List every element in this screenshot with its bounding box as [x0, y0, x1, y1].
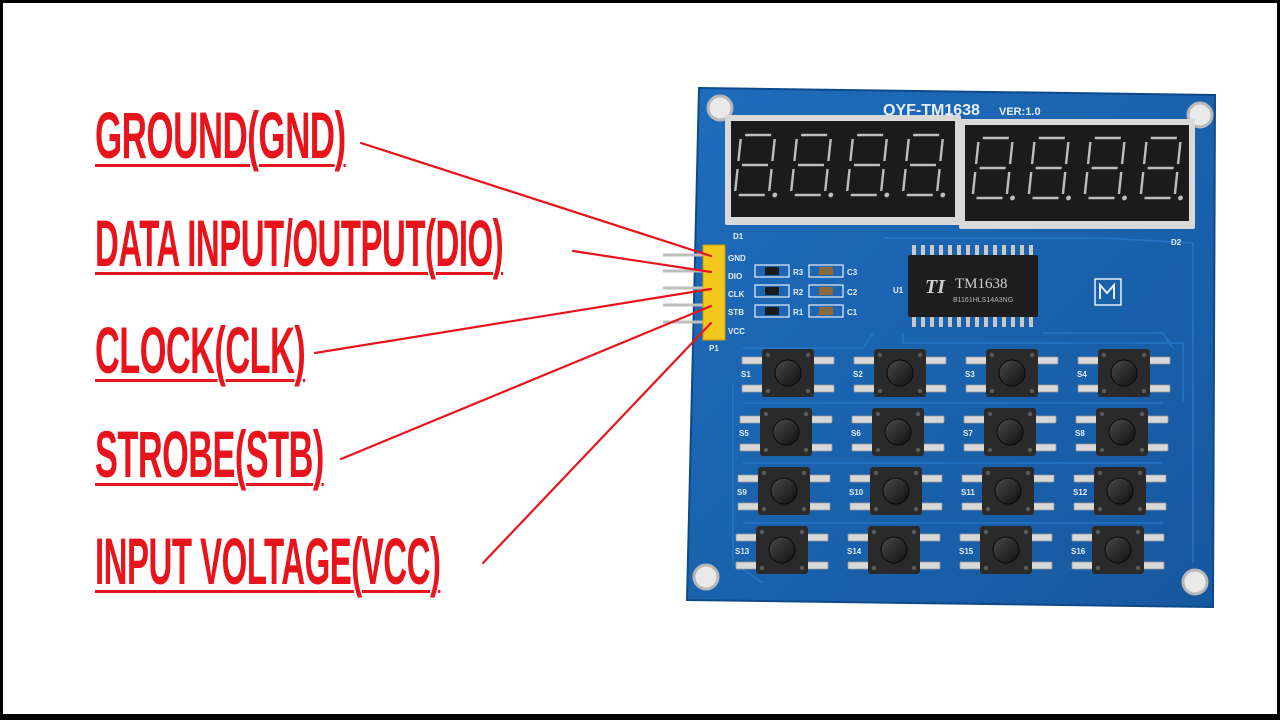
tactile-switch	[739, 408, 833, 456]
pin-label-gnd: GND	[728, 254, 746, 263]
tactile-switch	[1071, 526, 1165, 574]
designator-u1: U1	[893, 286, 904, 295]
label-strobe-stb: STROBE(STB)	[95, 417, 324, 491]
switch-label: S11	[961, 488, 975, 497]
seven-segment-digit	[1027, 136, 1071, 201]
board-logo-mark	[1099, 282, 1115, 299]
label-input-voltage-vcc: INPUT VOLTAGE(VCC)	[95, 524, 441, 598]
designator-d2: D2	[1171, 238, 1182, 247]
board-logo	[1094, 278, 1122, 306]
designator-r1: R1	[793, 308, 804, 317]
tactile-switch	[737, 467, 831, 515]
pin-label-clk: CLK	[728, 290, 745, 299]
switch-label: S9	[737, 488, 747, 497]
callout-line-clk	[313, 287, 713, 355]
switch-label: S5	[739, 429, 749, 438]
designator-d1: D1	[733, 232, 744, 241]
seven-segment-digit	[846, 133, 890, 198]
pin-label-stb: STB	[728, 308, 744, 317]
switch-label: S3	[965, 370, 975, 379]
tm1638-chip: TI	[908, 245, 1038, 327]
seven-segment-digit	[902, 133, 946, 198]
seven-segment-digits	[734, 133, 1183, 201]
pin-label-vcc: VCC	[728, 327, 745, 336]
switch-label: S6	[851, 429, 861, 438]
tactile-switch	[847, 526, 941, 574]
tactile-switch	[1073, 467, 1167, 515]
designator-c3: C3	[847, 268, 858, 277]
board-version: VER:1.0	[999, 106, 1041, 118]
pcb-module: QYF-TM1638 VER:1.0 D1 D2	[313, 86, 1217, 609]
switch-label: S7	[963, 429, 973, 438]
chip-name: TM1638	[955, 276, 1008, 292]
switch-label: S13	[735, 547, 750, 556]
switch-label: S4	[1077, 370, 1087, 379]
switch-label: S12	[1073, 488, 1088, 497]
seven-segment-digit	[971, 136, 1015, 201]
chip-pins	[912, 245, 1033, 327]
white-canvas: QYF-TM1638 VER:1.0 D1 D2	[3, 3, 1277, 714]
seven-segment-display	[725, 115, 1195, 229]
smd-components	[754, 264, 844, 318]
callout-lines	[313, 141, 713, 565]
callout-line-vcc	[481, 321, 713, 565]
tactile-switch	[963, 408, 1057, 456]
switch-label: S2	[853, 370, 863, 379]
switch-label: S1	[741, 370, 751, 379]
pin-labels: GND DIO CLK STB VCC P1	[709, 254, 746, 353]
seven-segment-digit	[734, 133, 778, 198]
seven-segment-digit	[790, 133, 834, 198]
tactile-switch	[959, 526, 1053, 574]
designator-r2: R2	[793, 288, 804, 297]
tactile-switch	[741, 349, 835, 397]
callout-line-gnd	[359, 141, 713, 258]
board-title: QYF-TM1638	[883, 102, 980, 119]
tactile-switch	[851, 408, 945, 456]
switch-label: S8	[1075, 429, 1085, 438]
switch-label: S16	[1071, 547, 1086, 556]
chip-logo: TI	[925, 276, 946, 298]
callout-line-dio	[571, 249, 713, 274]
tactile-switch	[849, 467, 943, 515]
switch-label: S14	[847, 547, 862, 556]
label-clock-clk: CLOCK(CLK)	[95, 313, 306, 387]
pin-label-dio: DIO	[728, 272, 742, 281]
component-designators: R3 R2 R1 C3 C2 C1 U1	[793, 268, 904, 317]
label-ground-gnd: GROUND(GND)	[95, 98, 346, 172]
tactile-switch	[961, 467, 1055, 515]
tactile-switch	[853, 349, 947, 397]
callout-line-stb	[339, 304, 713, 461]
designator-c1: C1	[847, 308, 858, 317]
switch-label: S10	[849, 488, 864, 497]
pcb-traces	[732, 237, 1194, 584]
tactile-switch	[735, 526, 829, 574]
chip-code: B1161HLS14A3NG	[953, 297, 1013, 304]
switch-label: S15	[959, 547, 974, 556]
tactile-switch	[1075, 408, 1169, 456]
seven-segment-digit	[1083, 136, 1127, 201]
designator-r3: R3	[793, 268, 804, 277]
label-data-input-output-dio: DATA INPUT/OUTPUT(DIO)	[95, 206, 504, 280]
seven-segment-digit	[1139, 136, 1183, 201]
tactile-switch	[965, 349, 1059, 397]
designator-p1: P1	[709, 344, 719, 353]
designator-c2: C2	[847, 288, 858, 297]
tactile-switch	[1077, 349, 1171, 397]
